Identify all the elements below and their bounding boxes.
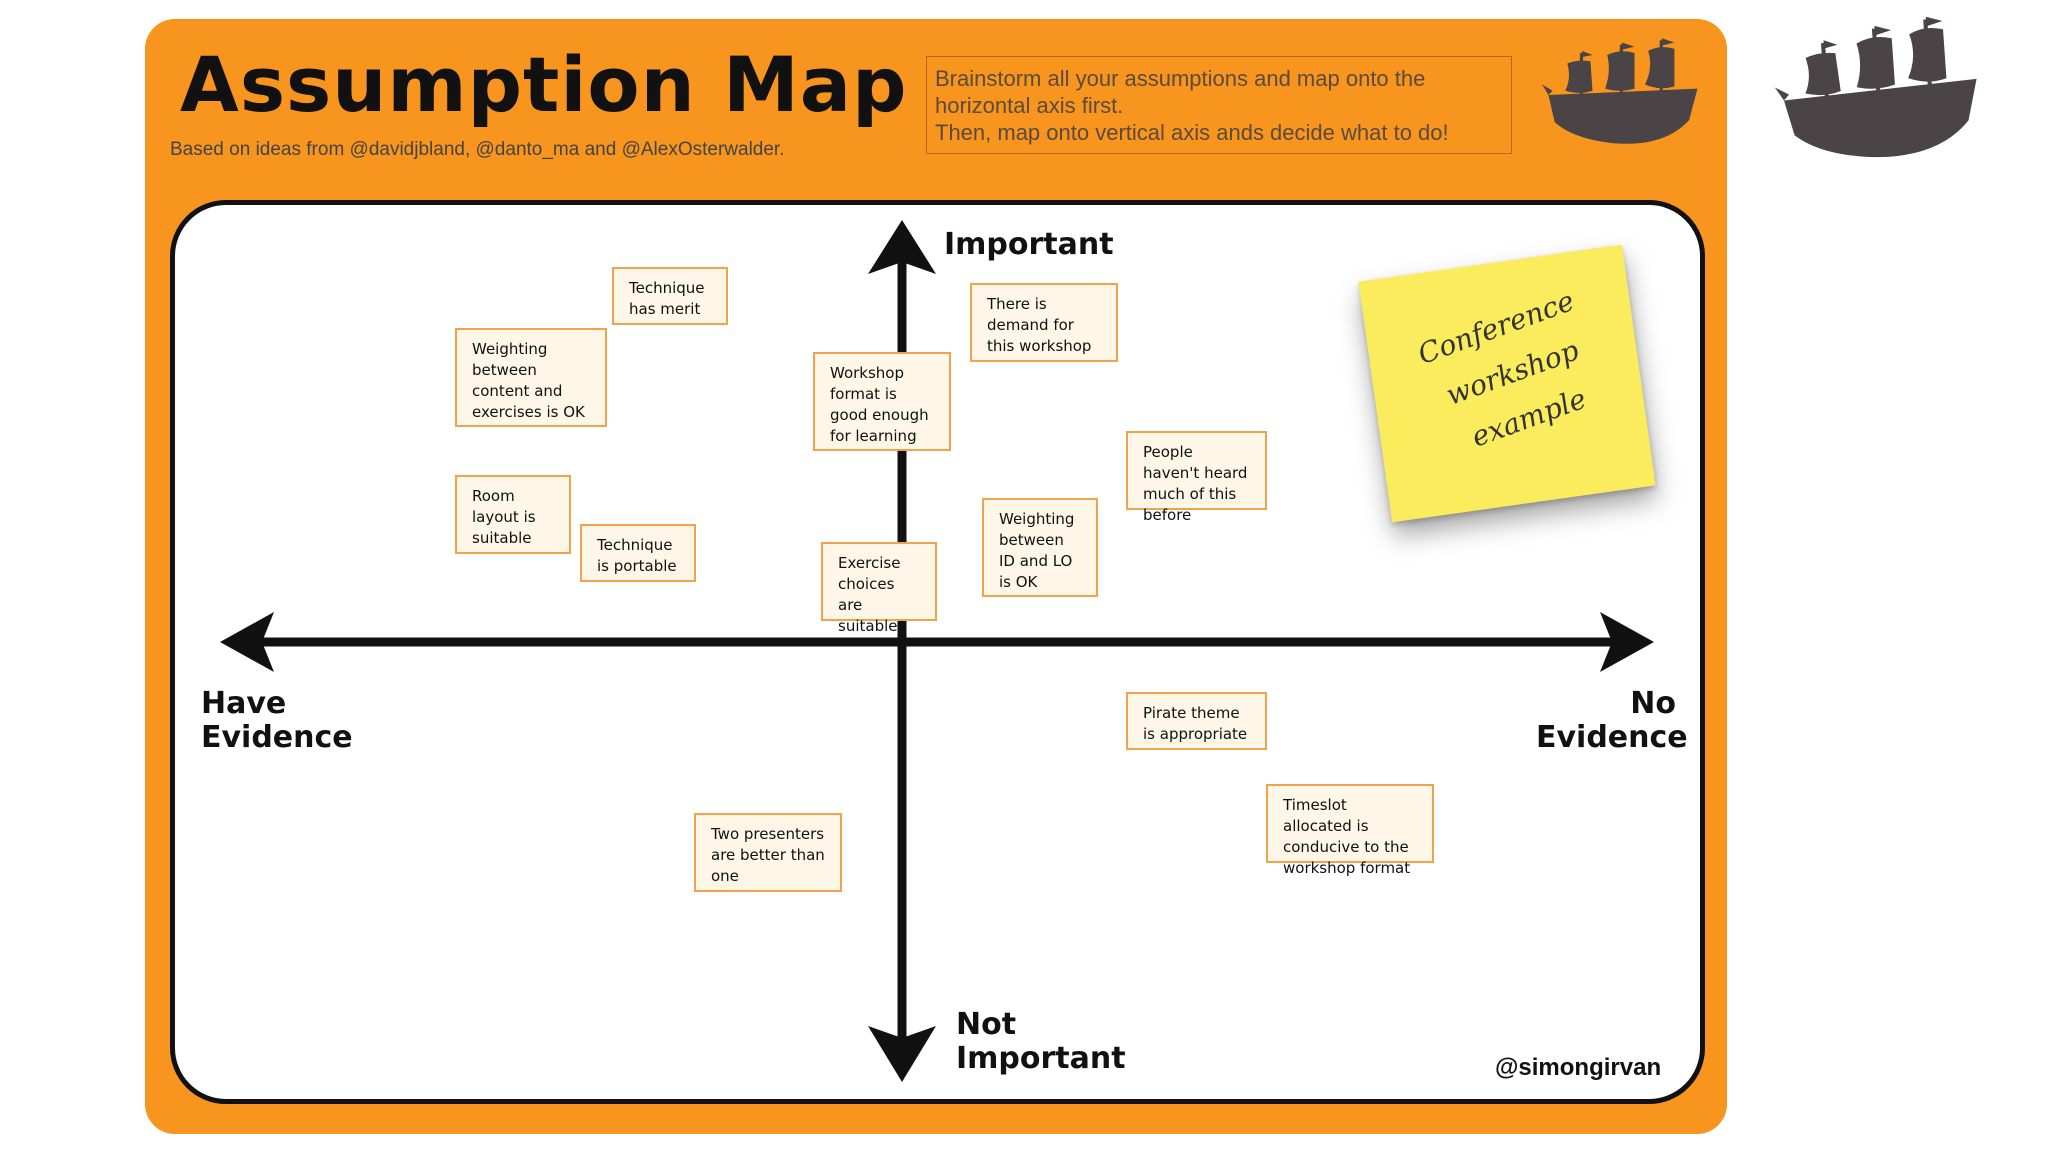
assumption-card[interactable]: Workshop format is good enough for learn… xyxy=(813,352,951,451)
sticky-note-text: Conference workshop example xyxy=(1413,284,1591,454)
assumption-card[interactable]: People haven't heard much of this before xyxy=(1126,431,1267,524)
assumption-card[interactable]: Technique has merit xyxy=(612,267,728,325)
right-arrowhead xyxy=(1600,612,1654,672)
bottom-arrowhead xyxy=(868,1026,936,1082)
instructions-box: Brainstorm all your assumptions and map … xyxy=(926,56,1512,154)
top-arrowhead xyxy=(868,220,936,274)
assumption-card[interactable]: Exercise choices are suitable xyxy=(821,542,937,635)
assumption-card[interactable]: Technique is portable xyxy=(580,524,696,582)
left-arrowhead xyxy=(220,612,274,672)
assumption-card[interactable]: Two presenters are better than one xyxy=(694,813,842,892)
assumption-card[interactable]: There is demand for this workshop xyxy=(970,283,1118,362)
assumption-card[interactable]: Weighting between ID and LO is OK xyxy=(982,498,1098,597)
instructions-text: Brainstorm all your assumptions and map … xyxy=(935,66,1449,145)
axis-label-important: Important xyxy=(944,227,1114,262)
assumption-card[interactable]: Timeslot allocated is conducive to the w… xyxy=(1266,784,1434,877)
author-credit: @simongirvan xyxy=(1495,1054,1662,1081)
assumption-card[interactable]: Weighting between content and exercises … xyxy=(455,328,607,427)
subtitle: Based on ideas from @davidjbland, @danto… xyxy=(170,139,785,160)
page-title: Assumption Map xyxy=(180,40,908,129)
sticky-note: Conference workshop example xyxy=(1358,244,1656,523)
assumption-card[interactable]: Pirate theme is appropriate xyxy=(1126,692,1267,750)
assumption-card[interactable]: Room layout is suitable xyxy=(455,475,571,554)
